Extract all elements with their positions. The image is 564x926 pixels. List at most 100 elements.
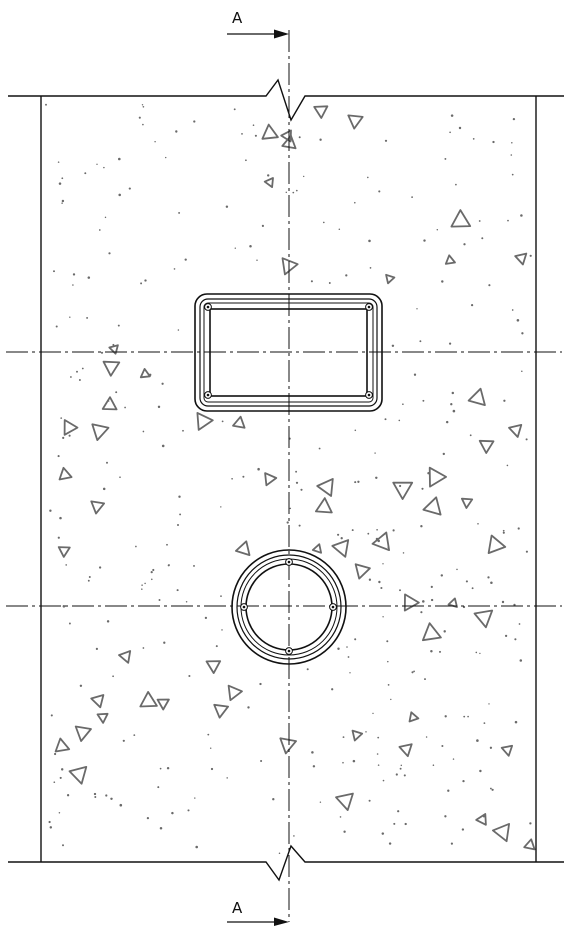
concrete-stipple-dot xyxy=(368,799,371,802)
concrete-aggregate-triangle xyxy=(90,500,105,515)
concrete-stipple-dot xyxy=(261,224,264,227)
concrete-aggregate-triangle xyxy=(261,123,279,140)
concrete-stipple-dot xyxy=(382,779,385,782)
concrete-stipple-dot xyxy=(220,595,222,597)
concrete-aggregate-triangle xyxy=(264,472,278,487)
concrete-stipple-dot xyxy=(382,563,384,565)
concrete-stipple-dot xyxy=(378,580,381,584)
section-label-top: A xyxy=(232,9,243,27)
concrete-stipple-dot xyxy=(380,586,383,590)
concrete-stipple-dot xyxy=(185,600,188,603)
concrete-stipple-dot xyxy=(444,815,447,818)
centerlines xyxy=(6,30,562,922)
concrete-stipple-dot xyxy=(122,739,125,742)
concrete-stipple-dot xyxy=(514,638,517,641)
circle-anchor-bolts xyxy=(240,558,337,655)
concrete-stipple-dot xyxy=(53,781,56,784)
concrete-stipple-dot xyxy=(490,581,493,585)
concrete-aggregate-triangle xyxy=(335,792,354,811)
bottom-break-line xyxy=(8,844,564,882)
concrete-stipple-dot xyxy=(452,758,455,760)
concrete-aggregate-triangle xyxy=(311,543,323,554)
concrete-stipple-dot xyxy=(402,552,405,554)
concrete-stipple-dot xyxy=(108,252,111,255)
concrete-aggregate-triangle xyxy=(500,744,513,757)
concrete-stipple-dot xyxy=(220,506,222,508)
concrete-stipple-dot xyxy=(340,537,343,540)
concrete-stipple-dot xyxy=(354,201,356,204)
concrete-stipple-dot xyxy=(398,419,401,422)
concrete-stipple-dot xyxy=(272,798,275,801)
concrete-stipple-dot xyxy=(467,715,469,718)
concrete-stipple-dot xyxy=(278,852,281,855)
concrete-stipple-dot xyxy=(53,270,55,273)
concrete-stipple-dot xyxy=(367,532,370,535)
concrete-aggregate-triangle xyxy=(354,563,371,580)
section-marker-top: A xyxy=(227,9,289,39)
concrete-stipple-dot xyxy=(104,216,107,219)
concrete-stipple-dot xyxy=(69,316,71,318)
concrete-stipple-dot xyxy=(525,550,528,553)
concrete-stipple-dot xyxy=(511,309,514,311)
concrete-stipple-dot xyxy=(242,475,245,478)
concrete-stipple-dot xyxy=(525,438,528,441)
concrete-aggregate-triangle xyxy=(313,105,329,119)
concrete-stipple-dot xyxy=(430,598,434,602)
concrete-aggregate-triangle xyxy=(473,609,494,629)
concrete-stipple-dot xyxy=(306,668,309,671)
concrete-stipple-dot xyxy=(142,647,145,649)
rectangular-opening xyxy=(194,293,383,412)
concrete-stipple-dot xyxy=(225,205,229,208)
concrete-stipple-dot xyxy=(295,481,299,484)
section-label-bottom: A xyxy=(232,899,243,917)
concrete-stipple-dot xyxy=(285,191,288,194)
concrete-stipple-dot xyxy=(352,759,356,763)
concrete-stipple-dot xyxy=(88,576,91,578)
concrete-stipple-dot xyxy=(377,736,380,739)
concrete-stipple-dot xyxy=(144,582,146,585)
concrete-stipple-dot xyxy=(413,670,415,673)
concrete-stipple-dot xyxy=(479,769,482,773)
concrete-stipple-dot xyxy=(65,564,68,566)
concrete-stipple-dot xyxy=(483,722,486,724)
concrete-stipple-dot xyxy=(184,258,187,261)
concrete-aggregate-triangle xyxy=(408,711,420,723)
concrete-stipple-dot xyxy=(397,810,400,813)
concrete-stipple-dot xyxy=(144,279,147,282)
concrete-stipple-dot xyxy=(119,476,121,479)
concrete-stipple-dot xyxy=(477,523,479,525)
concrete-aggregate-triangle xyxy=(205,660,222,674)
concrete-aggregate-triangle xyxy=(398,743,413,758)
concrete-stipple-dot xyxy=(249,245,252,248)
concrete-stipple-dot xyxy=(438,650,442,653)
concrete-stipple-dot xyxy=(491,788,494,791)
concrete-stipple-dot xyxy=(514,720,518,724)
concrete-stipple-dot xyxy=(463,243,466,246)
concrete-stipple-dot xyxy=(194,797,196,799)
concrete-stipple-dot xyxy=(102,487,106,491)
concrete-stipple-dot xyxy=(124,406,126,409)
concrete-aggregate-triangle xyxy=(314,497,333,514)
bolt-core xyxy=(331,605,335,609)
concrete-stipple-dot xyxy=(319,801,322,803)
concrete-stipple-dot xyxy=(377,764,380,766)
concrete-aggregate-triangle xyxy=(385,273,396,285)
rect-frame-outer xyxy=(194,293,383,412)
concrete-stipple-dot xyxy=(381,832,385,835)
concrete-stipple-dot xyxy=(390,698,392,701)
concrete-aggregate-triangle xyxy=(63,419,79,436)
concrete-stipple-dot xyxy=(351,529,354,532)
concrete-stipple-dot xyxy=(68,622,71,625)
concrete-stipple-dot xyxy=(87,276,91,279)
concrete-aggregate-triangle xyxy=(460,497,474,509)
concrete-stipple-dot xyxy=(386,640,389,643)
concrete-stipple-dot xyxy=(141,584,143,586)
concrete-stipple-dot xyxy=(115,391,118,394)
concrete-stipple-dot xyxy=(312,765,316,768)
concrete-stipple-dot xyxy=(403,774,406,777)
concrete-stipple-dot xyxy=(367,176,369,179)
concrete-stipple-dot xyxy=(193,120,196,123)
concrete-stipple-dot xyxy=(267,174,270,177)
concrete-stipple-dot xyxy=(292,191,295,194)
concrete-stipple-dot xyxy=(48,820,51,824)
